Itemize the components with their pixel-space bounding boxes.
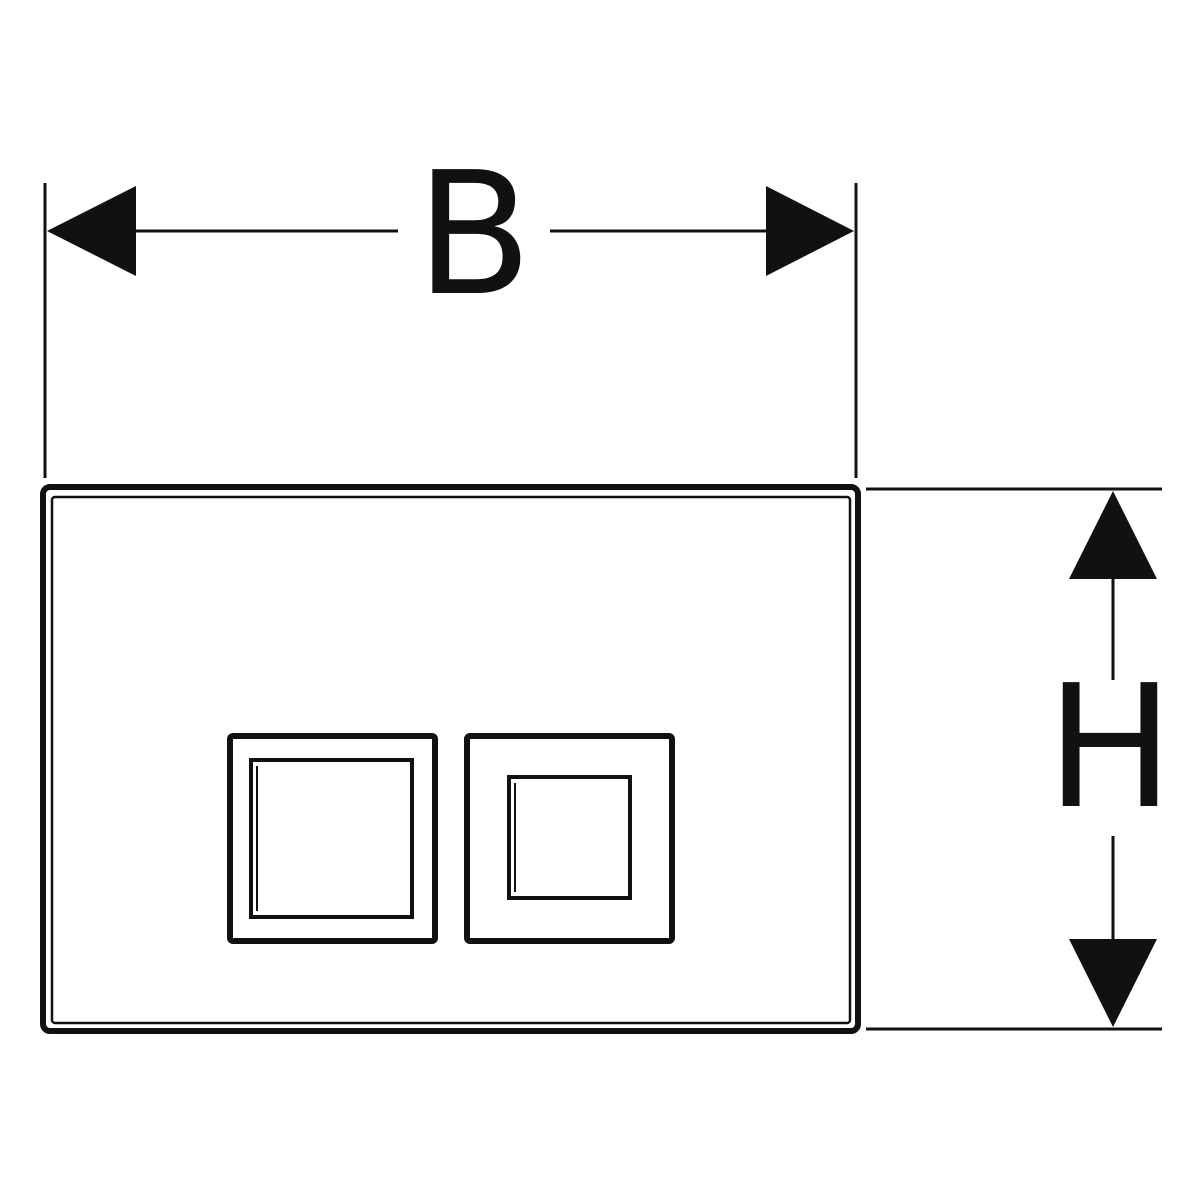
small-flush-button-frame <box>464 733 675 944</box>
width-dimension: B <box>43 136 858 478</box>
height-arrowhead-bottom <box>1069 939 1157 1027</box>
height-arrowhead-top <box>1069 491 1157 579</box>
large-flush-button-face <box>249 758 414 919</box>
height-label: H <box>1046 649 1174 847</box>
large-flush-button-frame <box>227 733 438 944</box>
width-arrowhead-left <box>47 186 136 276</box>
small-flush-button <box>464 733 675 944</box>
width-arrowhead-right <box>766 186 854 276</box>
plate-inner-frame <box>50 495 852 1025</box>
flush-plate <box>40 484 861 1034</box>
large-flush-button <box>227 733 438 944</box>
height-dimension: H <box>866 487 1174 1031</box>
width-label: B <box>416 136 533 334</box>
plate-outer-frame <box>40 484 861 1034</box>
small-flush-button-face <box>507 775 632 900</box>
